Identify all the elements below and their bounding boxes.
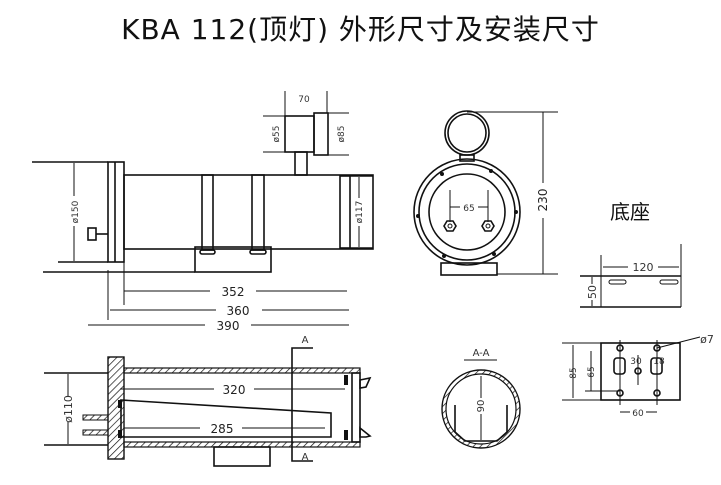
dim-90: 90: [476, 400, 487, 413]
dim-65-plate: 65: [587, 366, 597, 377]
base-title: 底座: [610, 200, 650, 224]
dim-18: 18: [653, 357, 665, 367]
dim-30: 30: [630, 357, 642, 367]
section-cut-label-bottom: A: [302, 452, 309, 463]
dim-70: 70: [298, 95, 310, 105]
dim-360: 360: [227, 304, 250, 318]
section-aa: A-A 90: [441, 348, 521, 449]
dim-50: 50: [586, 285, 599, 299]
drawing-title: KBA 112(顶灯) 外形尺寸及安装尺寸: [121, 13, 600, 46]
dim-320: 320: [223, 383, 246, 397]
front-view: 65 230: [413, 110, 558, 276]
dim-hole-dia-7: ø7: [700, 333, 714, 346]
mounting-plate: 85 65 30 18 ø7 60: [562, 333, 714, 419]
dim-60: 60: [632, 409, 644, 419]
section-cut-label-top: A: [302, 335, 309, 346]
dim-dia-55: ø55: [272, 126, 282, 143]
dim-dia-85: ø85: [337, 126, 347, 143]
section-view: ø110 320 285 A A: [44, 335, 372, 467]
dim-230: 230: [536, 189, 550, 212]
dim-dia-150: ø150: [71, 200, 81, 223]
dim-390: 390: [217, 319, 240, 333]
section-aa-label: A-A: [473, 348, 490, 359]
dim-dia-110: ø110: [62, 395, 75, 423]
base-view: 底座 120 50: [580, 200, 682, 308]
dim-dia-117: ø117: [355, 201, 365, 224]
dim-120: 120: [633, 261, 654, 274]
dim-65: 65: [463, 204, 474, 214]
side-view: 352 360 390 70 ø55 ø85 ø150 ø117: [32, 91, 374, 333]
dim-285: 285: [211, 422, 234, 436]
dim-352: 352: [222, 285, 245, 299]
dim-85-plate: 85: [569, 367, 579, 378]
